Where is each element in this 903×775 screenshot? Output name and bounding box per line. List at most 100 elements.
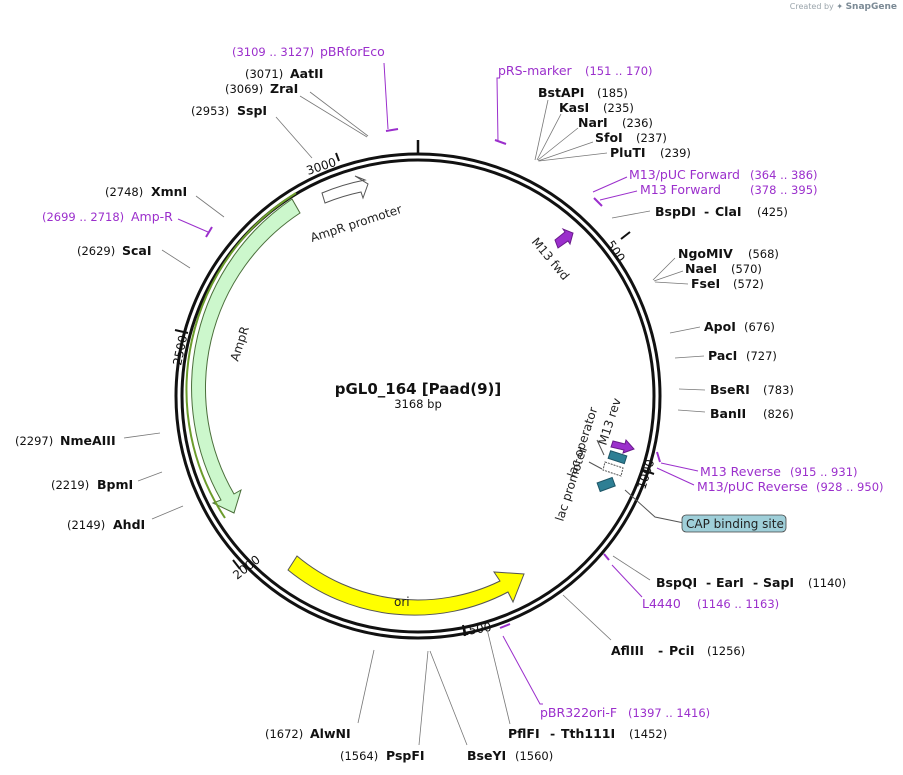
primer-range: (1146 .. 1163)	[697, 597, 779, 611]
primer-prs-marker[interactable]: pRS-marker (151 .. 170)	[494, 63, 653, 145]
enzyme-bspdi[interactable]: BspDI - ClaI (425)	[611, 204, 788, 219]
enzyme-aflii[interactable]: AflIII - PciI (1256)	[562, 594, 745, 658]
enzyme-sep: -	[658, 643, 663, 658]
primer-leader	[496, 77, 500, 143]
primer-pbr322ori-f[interactable]: pBR322ori-F (1397 .. 1416)	[499, 623, 710, 720]
primer-m13-reverse[interactable]: M13 Reverse (915 .. 931)	[656, 451, 858, 479]
enzyme-name: NgoMIV	[678, 246, 733, 261]
enzyme-name: BspQI	[656, 575, 697, 590]
enzyme-pspfi[interactable]: (1564) PspFI	[340, 650, 429, 763]
enzyme-name-3: SapI	[763, 575, 794, 590]
enzyme-bstapi[interactable]: BstAPI (185)	[534, 85, 628, 161]
snapgene-logo-icon: ✦	[836, 2, 844, 11]
primer-bracket	[494, 139, 507, 145]
enzyme-sep-2: -	[753, 575, 758, 590]
enzyme-name: AlwNI	[310, 726, 351, 741]
enzyme-pos: (2297)	[15, 434, 53, 448]
primer-leader	[656, 467, 695, 486]
enzyme-pluti[interactable]: PluTI (239)	[538, 145, 691, 162]
cap-site-box	[596, 476, 616, 493]
enzyme-kasi[interactable]: KasI (235)	[536, 100, 634, 161]
cap-site-leader	[624, 489, 685, 524]
primer-l4440[interactable]: L4440 (1146 .. 1163)	[603, 553, 779, 611]
enzyme-aatii[interactable]: (3071) AatII	[245, 66, 369, 137]
aflii-leader	[562, 594, 612, 641]
enzyme-xmni[interactable]: (2748) XmnI	[105, 184, 225, 218]
primer-bracket	[385, 128, 399, 132]
enzyme-ngomiv[interactable]: NgoMIV (568)	[652, 246, 779, 281]
primer-range: (1397 .. 1416)	[628, 706, 710, 720]
enzyme-pos: (3071)	[245, 67, 283, 81]
enzyme-pos: (1560)	[515, 749, 553, 763]
enzyme-paci[interactable]: PacI (727)	[674, 348, 777, 363]
enzyme-nari[interactable]: NarI (236)	[537, 115, 653, 161]
enzyme-name: PflFI	[508, 726, 540, 741]
primer-pbrforeco[interactable]: (3109 .. 3127) pBRforEco	[232, 44, 399, 132]
nmeaiii-leader	[123, 432, 161, 439]
enzyme-bseri[interactable]: BseRI (783)	[678, 382, 794, 397]
enzyme-pos: (236)	[622, 116, 653, 130]
enzyme-name: AflIII	[611, 643, 644, 658]
primer-leader	[660, 462, 699, 472]
primer-name: Amp-R	[131, 209, 173, 224]
primer-range: (364 .. 386)	[750, 168, 818, 182]
enzyme-banii[interactable]: BanII (826)	[677, 406, 794, 421]
primer-name: M13/pUC Forward	[629, 167, 740, 182]
primer-range: (3109 .. 3127)	[232, 45, 314, 59]
enzyme-ahdi[interactable]: (2149) AhdI	[67, 505, 184, 532]
ngomiv-leader	[652, 257, 676, 281]
enzyme-bpmi[interactable]: (2219) BpmI	[51, 471, 163, 492]
enzyme-pos: (568)	[748, 247, 779, 261]
cap-site-label: CAP binding site	[686, 517, 784, 531]
enzyme-apoi[interactable]: ApoI (676)	[669, 319, 775, 334]
enzyme-alwni[interactable]: (1672) AlwNI	[265, 649, 375, 741]
m13-rev-label: M13 rev	[596, 396, 624, 447]
pflfi-leader	[486, 628, 511, 725]
enzyme-zrai[interactable]: (3069) ZraI	[225, 81, 368, 138]
enzyme-sspi[interactable]: (2953) SspI	[191, 103, 313, 159]
enzyme-pos: (727)	[746, 349, 777, 363]
m13-rev-arrow	[610, 438, 635, 454]
ori-arrow	[287, 555, 525, 616]
enzyme-name: ZraI	[270, 81, 298, 96]
enzyme-bseyi[interactable]: BseYI (1560)	[429, 650, 553, 763]
enzyme-pos: (1672)	[265, 727, 303, 741]
primer-ampr[interactable]: (2699 .. 2718) Amp-R	[42, 209, 213, 238]
enzyme-pflfi[interactable]: PflFI - Tth111I (1452)	[486, 628, 667, 741]
naei-leader	[653, 270, 684, 282]
enzyme-sfoi[interactable]: SfoI (237)	[537, 130, 667, 162]
pspfi-leader	[418, 650, 429, 746]
enzyme-nmeaiii[interactable]: (2297) NmeAIII	[15, 432, 161, 448]
enzyme-bspqi[interactable]: BspQI - EarI - SapI (1140)	[612, 555, 846, 590]
enzyme-pos: (572)	[733, 277, 764, 291]
ampr-label: AmpR	[228, 324, 252, 362]
bpmi-leader	[137, 471, 163, 482]
primer-name: pBRforEco	[320, 44, 385, 59]
enzyme-name: NmeAIII	[60, 433, 116, 448]
enzyme-scai[interactable]: (2629) ScaI	[77, 243, 191, 269]
enzyme-pos: (2149)	[67, 518, 105, 532]
plasmid-length: 3168 bp	[394, 397, 442, 411]
primer-m13-forward[interactable]: M13 Forward (378 .. 395)	[593, 182, 818, 207]
watermark-brand: SnapGene	[845, 2, 897, 12]
enzyme-fsei[interactable]: FseI (572)	[654, 276, 764, 291]
primer-m13-puc-reverse[interactable]: M13/pUC Reverse (928 .. 950)	[656, 467, 884, 494]
bseri-leader	[678, 388, 706, 391]
enzyme-pos: (676)	[744, 320, 775, 334]
enzyme-pos: (3069)	[225, 82, 263, 96]
enzyme-pos: (185)	[597, 86, 628, 100]
sfoi-leader	[537, 141, 594, 162]
primer-range: (928 .. 950)	[816, 480, 884, 494]
primer-range: (378 .. 395)	[750, 183, 818, 197]
enzyme-name-2: EarI	[716, 575, 744, 590]
enzyme-name: FseI	[691, 276, 720, 291]
enzyme-name: BseRI	[710, 382, 750, 397]
enzyme-naei[interactable]: NaeI (570)	[653, 261, 762, 282]
enzyme-name-2: ClaI	[715, 204, 742, 219]
ahdi-leader	[151, 505, 184, 520]
primer-m13-puc-forward[interactable]: M13/pUC Forward (364 .. 386)	[592, 167, 818, 193]
enzyme-name: BanII	[710, 406, 746, 421]
enzyme-name: ApoI	[704, 319, 736, 334]
enzyme-name: ScaI	[122, 243, 152, 258]
